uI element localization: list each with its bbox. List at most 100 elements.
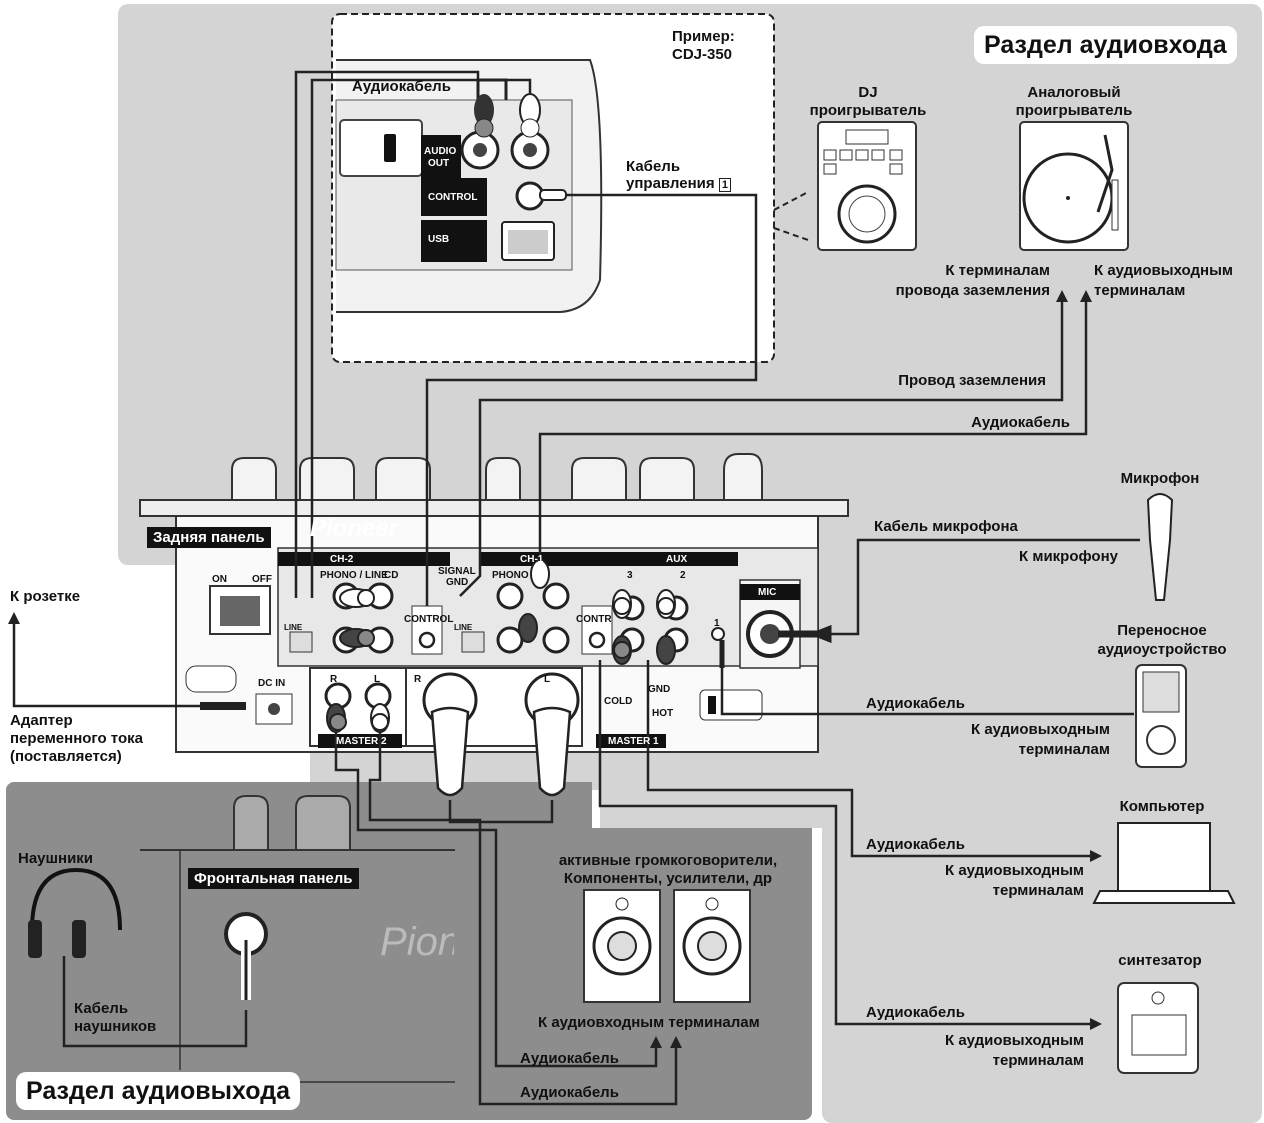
aux1-jack[interactable] — [711, 627, 725, 641]
output-section-bg — [6, 782, 812, 1120]
ch1-phono-line-switch[interactable] — [461, 631, 485, 653]
synth-to-audio-out-line1: К аудиовыходным — [945, 1032, 1084, 1049]
dj-player-jog — [837, 184, 897, 244]
usb-port-inner — [508, 230, 548, 254]
aux1-label: 1 — [714, 618, 720, 629]
dj-player-display — [845, 129, 889, 145]
kensington-slot-icon — [384, 134, 396, 162]
synthesizer-screen — [1131, 1014, 1187, 1056]
ch2-control-label: CONTROL — [404, 614, 454, 625]
ch1-label: CH-1 — [520, 554, 544, 565]
dc-in-label: DC IN — [258, 678, 286, 689]
computer-screen — [1117, 822, 1211, 892]
headphone-cable-label-line2: наушников — [74, 1018, 157, 1035]
mixer-kensington-slot — [708, 696, 716, 714]
to-mic-label: К микрофону — [1019, 548, 1118, 565]
to-ground-label-line1: К терминалам — [945, 262, 1050, 279]
input-section-title: Раздел аудиовхода — [974, 26, 1237, 64]
ch1-phono-label: PHONO — [492, 570, 529, 581]
mic-label-bar — [740, 584, 800, 600]
dj-player-buttons — [823, 149, 903, 175]
microphone-device — [1146, 493, 1174, 601]
headphones-band — [30, 867, 122, 931]
mixer-brand-logo: Pioneer — [310, 515, 399, 542]
signal-gnd-label-line2: GND — [446, 577, 469, 588]
ch1-control-label: CONTROL — [576, 614, 612, 625]
speaker-audio-cable-label-1: Аудиокабель — [520, 1050, 619, 1067]
adapter-label-line2: переменного тока — [10, 730, 143, 747]
master1-r-label: R — [414, 674, 422, 685]
adapter-label-line1: Адаптер — [10, 712, 73, 729]
ch1-control-jack-center — [588, 631, 606, 649]
speakers-label-line1: активные громкоговорители, — [558, 852, 778, 869]
turntable-pitch — [1111, 179, 1119, 231]
cdj-audio-cable-label: Аудиокабель — [352, 78, 451, 95]
rca-plug-l-badge — [520, 118, 540, 138]
synthesizer-label: синтезатор — [1118, 952, 1202, 969]
speaker-audio-cable-label-2: Аудиокабель — [520, 1084, 619, 1101]
synth-audio-cable-label: Аудиокабель — [866, 1004, 965, 1021]
rca-plug-r — [474, 94, 494, 126]
front-panel-tag: Фронтальная панель — [188, 868, 359, 889]
microphone-label: Микрофон — [1120, 470, 1200, 487]
dj-player-label-line1: DJ — [858, 84, 878, 101]
master2-l-label: L — [374, 674, 381, 685]
ch1-line-label: LINE — [454, 623, 473, 632]
ground-wire-label: Провод заземления — [898, 372, 1046, 389]
computer-audio-cable-label: Аудиокабель — [866, 836, 965, 853]
headphones-left-cup — [28, 920, 42, 958]
portable-label-line2: аудиоустройство — [1097, 641, 1227, 658]
computer-base — [1092, 890, 1236, 904]
xlr-plug-r — [430, 706, 470, 797]
turntable-to-audio-out-line2: терминалам — [1094, 282, 1186, 299]
portable-to-audio-out-line2: терминалам — [1018, 741, 1110, 758]
cables — [12, 70, 1140, 1106]
adapter-label-line3: (поставляется) — [10, 748, 122, 765]
ch2-label-bar — [278, 552, 450, 566]
audio-out-r-jack-center — [473, 143, 487, 157]
kensington-slot — [339, 119, 423, 177]
cdj-usb-label: USB — [428, 234, 450, 245]
ch2-phono-line-label: PHONO / LINE — [320, 570, 388, 581]
ch2-phono-line-switch[interactable] — [289, 631, 313, 653]
portable-to-audio-out-line1: К аудиовыходным — [971, 721, 1110, 738]
turntable-label-line1: Аналоговый — [1027, 84, 1121, 101]
to-ground-label-line2: провода заземления — [895, 282, 1050, 299]
portable-label-line1: Переносное — [1117, 622, 1207, 639]
callout-lines — [773, 191, 809, 241]
speakers-label-line2: Компоненты, усилители, др — [563, 870, 773, 887]
signal-gnd-label-line1: SIGNAL — [438, 566, 476, 577]
computer-label: Компьютер — [1119, 798, 1205, 815]
portable-player-wheel — [1146, 725, 1176, 755]
mixer-top-plate — [139, 499, 849, 517]
arrowheads — [8, 290, 1102, 1048]
xlr-cold-label: COLD — [604, 696, 633, 707]
dc-in-jack-center — [268, 703, 280, 715]
ch1-label-bar — [480, 552, 616, 566]
control-cable-label-text: управления — [626, 175, 715, 192]
turntable-audio-cable-label: Аудиокабель — [971, 414, 1070, 431]
control-cable-label-line1: Кабель — [626, 158, 681, 175]
power-switch[interactable] — [220, 596, 260, 626]
rca-plug-r-badge — [474, 118, 494, 138]
headphones-right-cup — [72, 920, 86, 958]
dj-player-label-line2: проигрыватель — [809, 102, 927, 119]
turntable-label-line2: проигрыватель — [1015, 102, 1133, 119]
turntable-tonearm — [1096, 134, 1114, 213]
output-section-title: Раздел аудиовыхода — [16, 1072, 300, 1110]
synth-to-audio-out-line2: терминалам — [992, 1052, 1084, 1069]
turntable-spindle — [1066, 196, 1070, 200]
mixer-rca-plugs — [326, 559, 676, 733]
mic-plug — [778, 624, 832, 644]
computer-to-audio-out-line1: К аудиовыходным — [945, 862, 1084, 879]
example-label-line2: CDJ-350 — [672, 46, 733, 63]
master2-label: MASTER 2 — [336, 736, 387, 747]
ch2-control-jack-center — [418, 631, 436, 649]
mic-jack-center — [760, 624, 780, 644]
front-knobs — [233, 795, 351, 851]
xlr-hot-label: HOT — [652, 708, 674, 719]
turntable-to-audio-out-line1: К аудиовыходным — [1094, 262, 1233, 279]
xlr-plug-l — [532, 706, 572, 797]
aux-label: AUX — [666, 554, 688, 565]
